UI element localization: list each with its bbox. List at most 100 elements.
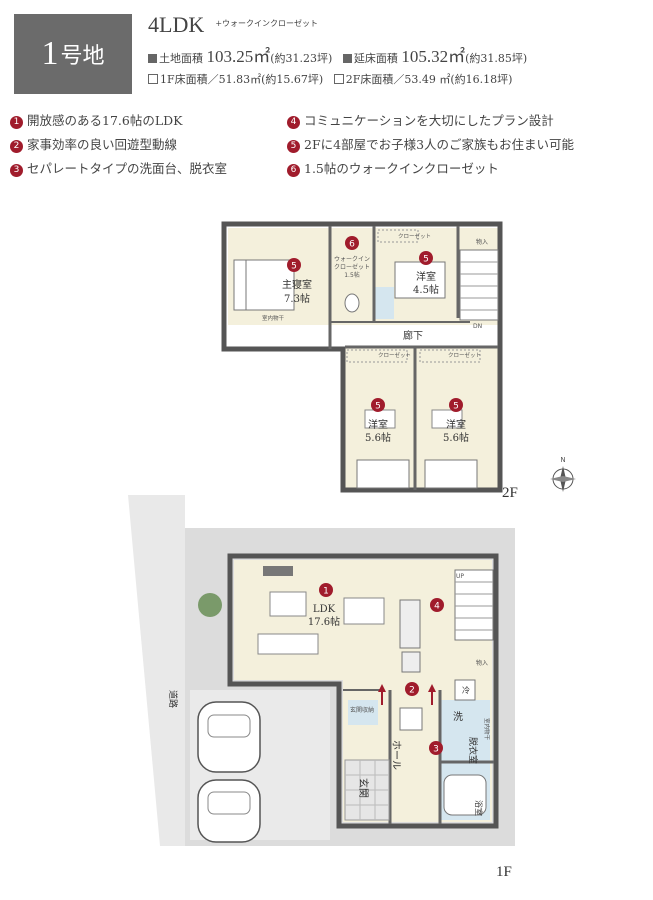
indoor-drying-label: 室内物干 (483, 718, 491, 741)
arrow-head-icon (378, 684, 386, 692)
walkin-label: クローゼット (334, 263, 370, 271)
room-size: 5.6帖 (365, 431, 391, 444)
dining-table (343, 597, 385, 625)
feature-text: 家事効率の良い回遊型動線 (27, 137, 178, 152)
walkin-note: +ウォークインクローゼット (215, 19, 319, 28)
marker-label: 4 (434, 602, 440, 612)
stairs-2f (459, 249, 499, 321)
area-row-1: 土地面積 103.25㎡(約31.23坪) 延床面積 105.32㎡(約31.8… (148, 42, 648, 67)
car-icon (197, 701, 261, 773)
marker-3 (429, 741, 443, 755)
marker-6 (345, 236, 359, 250)
marker-label: 1 (323, 587, 329, 597)
storage-label: 物入 (476, 238, 488, 246)
filled-square-icon (148, 54, 157, 63)
marker-5 (419, 251, 433, 265)
room-label: 洋室 (368, 418, 388, 431)
entrance-storage-label: 玄関収納 (350, 706, 374, 714)
dressing-room-label: 脱衣室 (467, 737, 479, 764)
floor-2-plan: 5 6 5 5 5 主寝室 7.3帖 ウォークイン クローゼット 1.5帖 洋室… (221, 221, 576, 501)
up-label: UP (456, 573, 464, 580)
floor1-outer-wall (227, 553, 499, 829)
hallway-label: 廊下 (403, 329, 423, 342)
marker-1 (319, 583, 333, 597)
hallway-fill (228, 325, 498, 347)
feature-1: 1 開放感のある17.6帖のLDK (10, 110, 183, 129)
bed (356, 459, 410, 489)
marker-label: 2 (409, 686, 415, 696)
feature-number-badge: 6 (287, 164, 300, 177)
ldk-label: LDK (313, 604, 336, 615)
lot-suffix: 号地 (60, 44, 105, 69)
compass-north-label: N (560, 456, 565, 464)
road-label: 道路 (167, 690, 179, 708)
feature-number-badge: 5 (287, 140, 300, 153)
wash-basin (399, 707, 423, 731)
toilet-1f (348, 700, 378, 725)
plan-type: 4LDK (148, 12, 205, 37)
marker-5 (287, 258, 301, 272)
fridge-label: 冷 (462, 685, 470, 695)
outline-square-icon (333, 74, 344, 84)
marker-label: 3 (433, 745, 439, 755)
car-icon (197, 779, 261, 843)
marker-4 (430, 598, 444, 612)
feature-text: 1.5帖のウォークインクローゼット (304, 161, 499, 176)
kitchen-island (399, 599, 421, 649)
floor2-label: 2F (502, 485, 518, 501)
floor-total-value: 105.32㎡ (401, 47, 466, 66)
master-bedroom-label: 主寝室 (282, 278, 312, 291)
closet-outline (346, 349, 408, 363)
room-size: 5.6帖 (443, 431, 469, 444)
entrance-tiles (344, 759, 390, 821)
feature-number-badge: 1 (10, 116, 23, 129)
marker-label: 6 (349, 240, 355, 250)
marker-label: 5 (423, 255, 429, 265)
desk (431, 409, 463, 429)
bed (424, 459, 478, 489)
feature-text: 開放感のある17.6帖のLDK (27, 113, 183, 128)
closet-outline (377, 229, 419, 243)
hall-label: ホール (390, 740, 402, 770)
lot-badge: 1 号地 (14, 14, 132, 94)
ldk-size: 17.6帖 (308, 615, 340, 628)
floor2-outer-wall (221, 221, 503, 493)
master-bedroom-size: 7.3帖 (284, 292, 310, 305)
feature-number-badge: 4 (287, 116, 300, 129)
road-strip (128, 495, 185, 846)
feature-text: 2Fに4部屋でお子様3人のご家族もお住まい可能 (304, 137, 575, 152)
fridge (454, 679, 476, 701)
stove (401, 651, 421, 673)
stairs-1f (454, 569, 494, 641)
walkin-size: 1.5帖 (344, 271, 360, 279)
area-row-2: 1F床面積／51.83㎡(約15.67坪) 2F床面積／53.49 ㎡(約16.… (148, 71, 648, 87)
marker-5 (449, 398, 463, 412)
lot-number: 1 (41, 35, 59, 72)
down-label: DN (473, 323, 482, 330)
feature-number-badge: 3 (10, 164, 23, 177)
closet-label: クローゼット (448, 351, 481, 359)
feature-text: コミュニケーションを大切にしたプラン設計 (304, 113, 554, 128)
closet-label: クローゼット (398, 232, 431, 240)
feature-text: セパレートタイプの洗面台、脱衣室 (27, 161, 228, 176)
indoor-drying-label: 室内物干 (262, 314, 285, 322)
bath-label: 浴室 (474, 800, 484, 816)
plan-header: 4LDK +ウォークインクローゼット 土地面積 103.25㎡(約31.23坪)… (148, 12, 648, 87)
bathtub (443, 774, 487, 816)
land-label: 土地面積 (159, 52, 203, 65)
coffee-table (269, 591, 307, 617)
filled-square-icon (342, 54, 352, 63)
outline-square-icon (148, 74, 158, 84)
bed-pillow (233, 259, 247, 311)
feature-6: 6 1.5帖のウォークインクローゼット (287, 158, 499, 177)
storage-label: 物入 (476, 659, 488, 667)
floor-1-plan: 1 4 2 3 LDK 17.6帖 ホール 玄関 洗 脱衣室 浴室 冷 UP 物… (128, 495, 515, 880)
floor-total-label: 延床面積 (353, 52, 398, 65)
toilet-2f (374, 287, 394, 319)
sofa (257, 633, 319, 655)
feature-3: 3 セパレートタイプの洗面台、脱衣室 (10, 158, 227, 177)
tv-stand (263, 566, 293, 576)
floor1-label: 1F (496, 864, 512, 880)
feature-4: 4 コミュニケーションを大切にしたプラン設計 (287, 110, 554, 129)
